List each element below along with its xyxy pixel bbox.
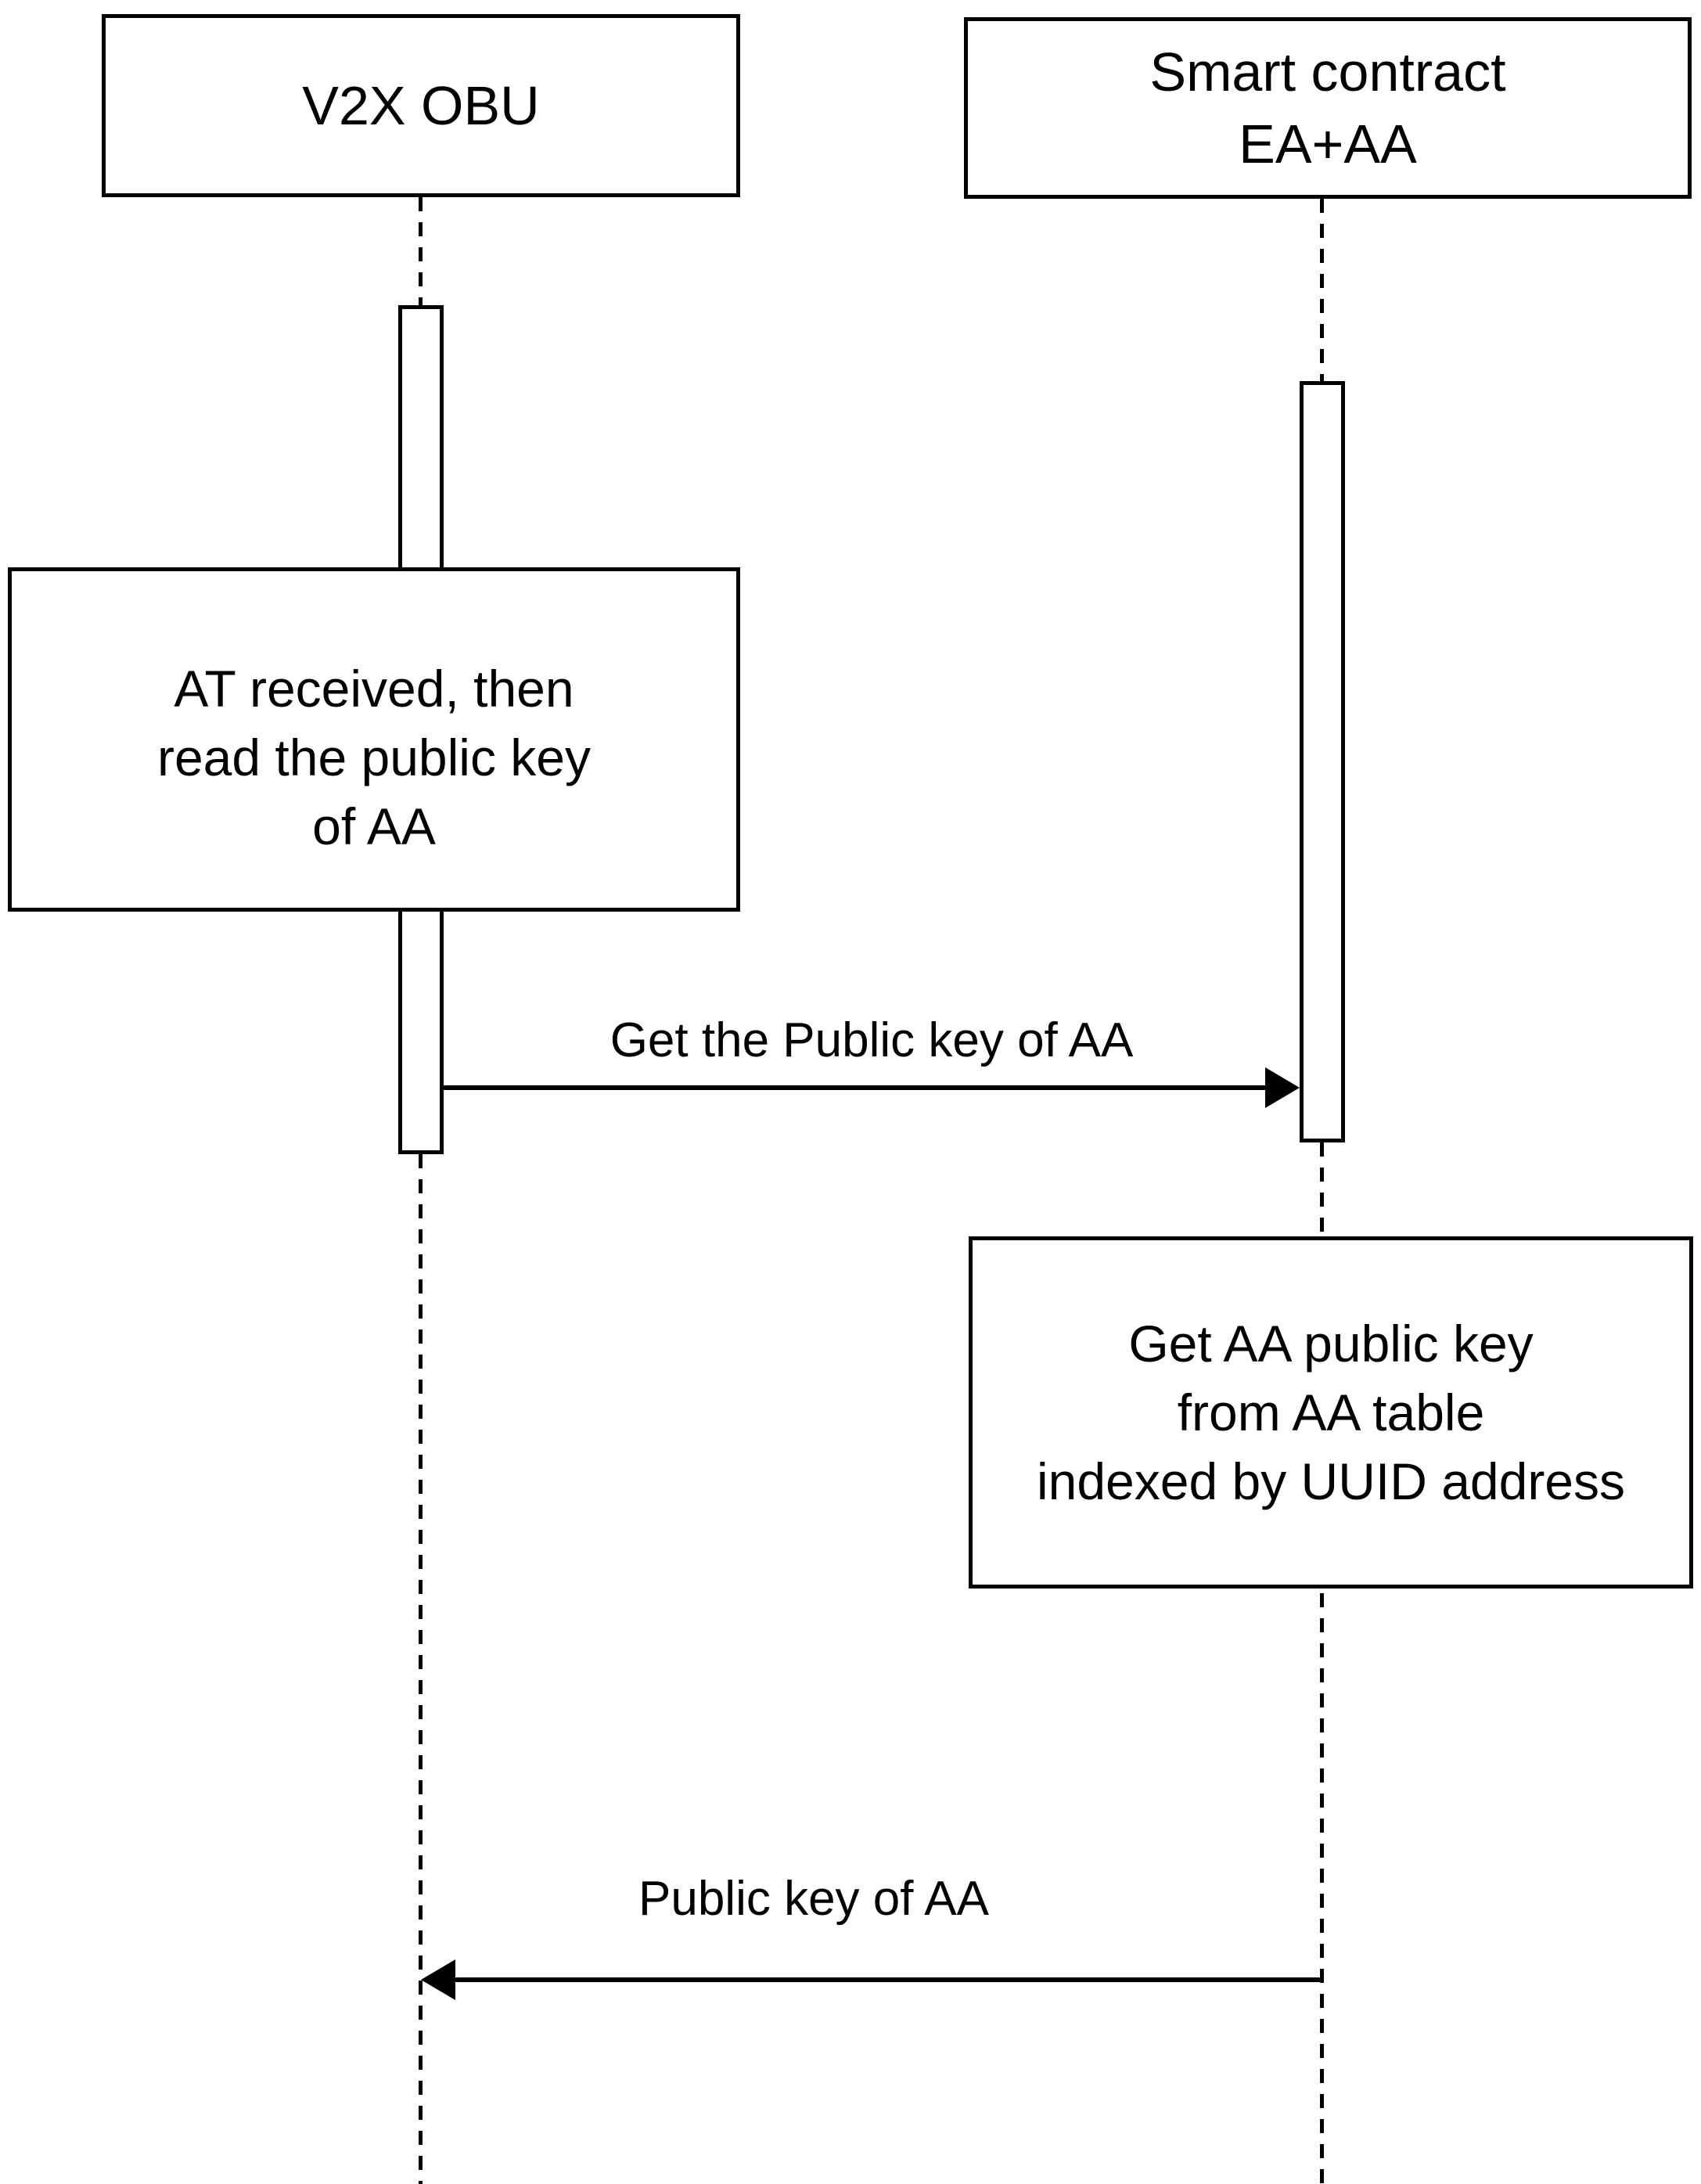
participant-box-smart-contract: Smart contract EA+AA	[964, 17, 1692, 199]
lifeline-v2x-obu-upper	[419, 197, 423, 305]
message-line-get-public-key	[444, 1085, 1270, 1090]
arrowhead-right-icon	[1265, 1067, 1300, 1108]
participant-label: V2X OBU	[302, 75, 540, 136]
message-label-public-key-of-aa: Public key of AA	[638, 1872, 990, 1926]
note-at-received: AT received, then read the public key of…	[8, 567, 740, 912]
lifeline-smart-contract-lower	[1320, 1142, 1324, 2184]
lifeline-smart-contract-upper	[1320, 199, 1324, 381]
note-line: of AA	[312, 797, 436, 855]
participant-box-v2x-obu: V2X OBU	[102, 14, 740, 197]
participant-label-line: EA+AA	[1239, 113, 1417, 175]
message-line-public-key-of-aa	[452, 1977, 1322, 1982]
message-label-get-public-key: Get the Public key of AA	[610, 1013, 1134, 1067]
note-line: from AA table	[1177, 1383, 1485, 1441]
note-get-aa-public-key: Get AA public key from AA table indexed …	[969, 1236, 1693, 1589]
arrowhead-left-icon	[421, 1959, 455, 2000]
note-line: Get AA public key	[1128, 1315, 1534, 1373]
note-line: read the public key	[156, 728, 591, 786]
participant-label-line: Smart contract	[1149, 41, 1506, 103]
note-line: indexed by UUID address	[1036, 1452, 1626, 1510]
note-line: AT received, then	[174, 659, 574, 718]
lifeline-v2x-obu-lower	[419, 1154, 423, 2184]
activation-bar-smart-contract	[1300, 381, 1345, 1142]
